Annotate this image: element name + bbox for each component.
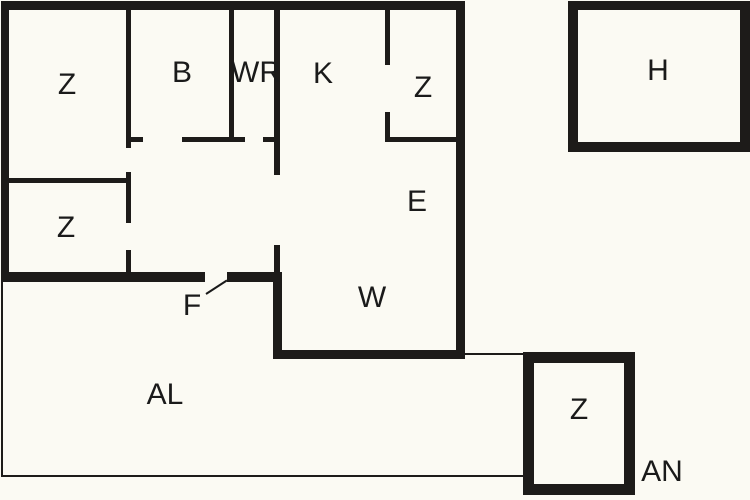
building-label-h: H <box>647 54 669 87</box>
annex-label-an: AN <box>641 455 683 488</box>
outline-al-left <box>1 282 3 477</box>
wall-main-top <box>1 1 464 10</box>
room-label-e: E <box>406 185 428 218</box>
wall-rooms-bottom-right <box>263 137 277 142</box>
wall-z-top-right-bottom <box>385 137 457 142</box>
room-label-z-top-left: Z <box>57 68 77 101</box>
wall-divider-b-wr <box>229 10 234 142</box>
room-label-w: W <box>357 281 387 314</box>
wall-z-mid-left-top <box>1 178 128 183</box>
f-door-leader-line <box>205 279 228 295</box>
wall-divider-k-z-upper <box>385 10 390 65</box>
wall-rooms-bottom-mid <box>182 137 245 142</box>
outline-al-bottom <box>1 475 523 477</box>
wall-main-right <box>456 1 465 359</box>
room-label-k: K <box>312 57 334 90</box>
wall-main-bottom-left-segment <box>1 272 205 282</box>
wall-rooms-bottom-stub <box>128 137 143 142</box>
wall-divider-hall-lower <box>274 245 280 275</box>
wall-divider-wr-k <box>274 10 280 175</box>
wall-z-mid-left-right-upper <box>126 172 131 223</box>
wall-w-room-bottom <box>273 350 465 359</box>
wall-divider-z-b <box>126 10 131 148</box>
wall-w-room-left <box>273 272 282 359</box>
wall-main-left <box>1 1 9 282</box>
wall-main-bottom-right-segment <box>227 272 282 282</box>
area-label-al: AL <box>146 378 184 411</box>
room-label-wr: WR <box>231 56 281 89</box>
building-z-annex <box>523 352 635 495</box>
room-label-b: B <box>171 56 193 89</box>
wall-divider-k-z-lower <box>385 112 390 142</box>
room-label-z-annex: Z <box>569 393 589 426</box>
door-label-f: F <box>182 289 202 322</box>
room-label-z-mid-left: Z <box>56 211 76 244</box>
building-h <box>568 1 750 152</box>
room-label-z-top-right: Z <box>413 71 433 104</box>
wall-z-mid-left-right-lower <box>126 250 131 277</box>
outline-connector-w-to-annex <box>465 353 523 355</box>
